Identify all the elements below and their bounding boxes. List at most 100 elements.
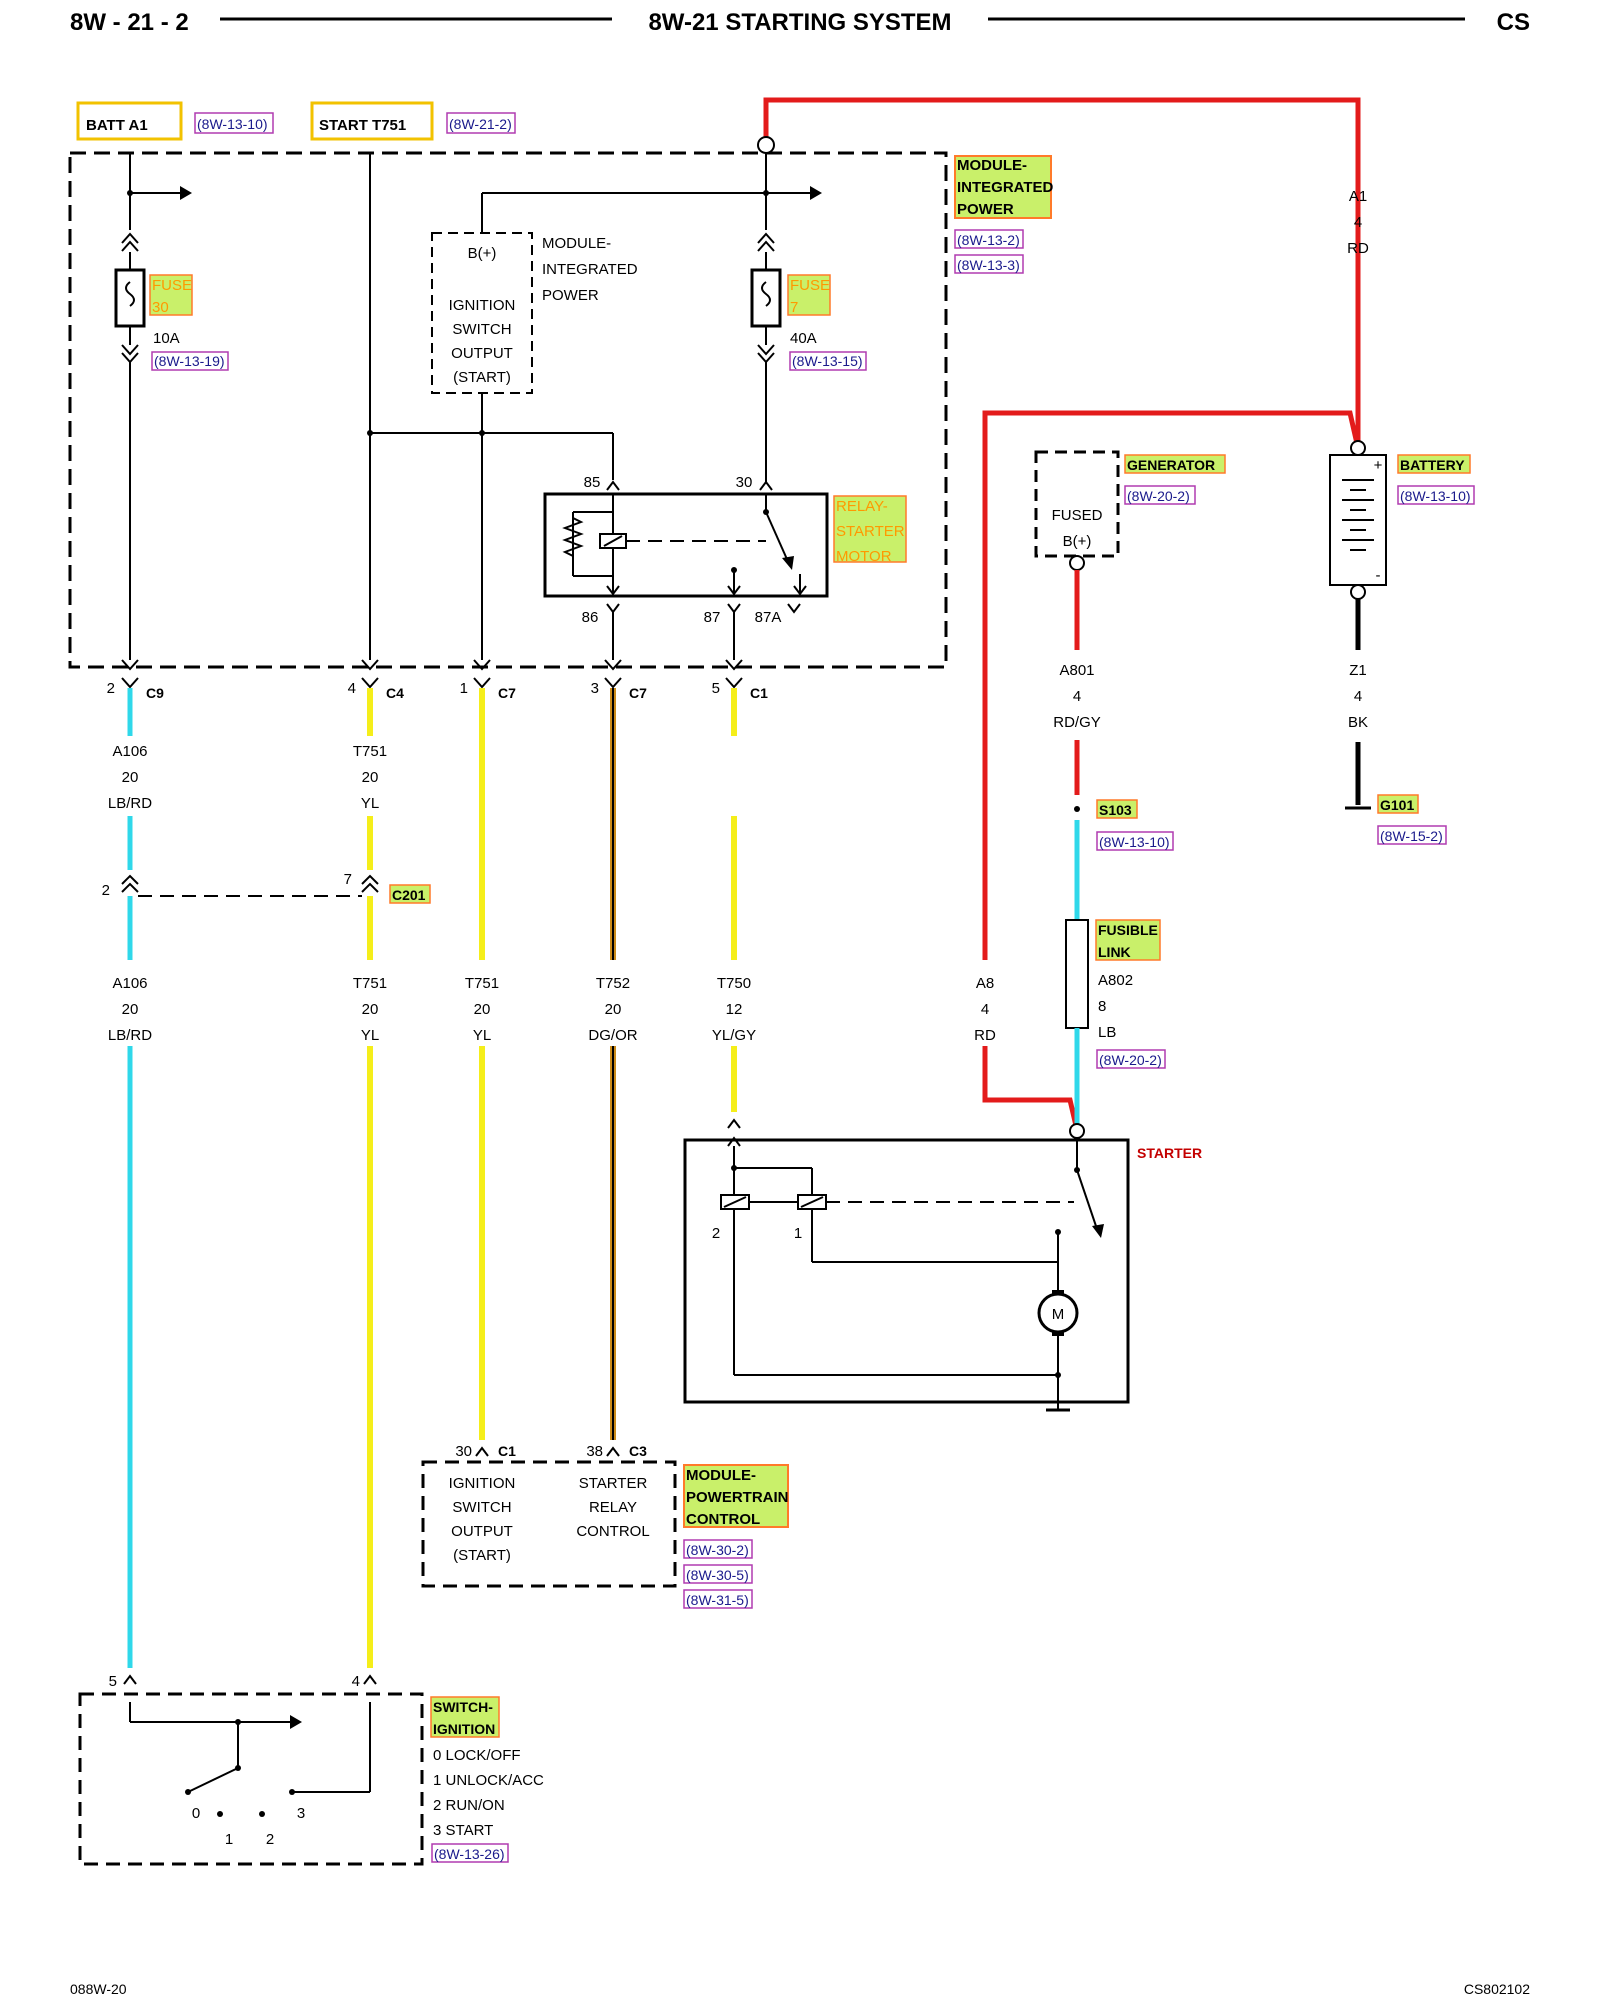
tipm-name-2: INTEGRATED	[957, 179, 1054, 196]
battery-feed-wire	[763, 97, 1361, 448]
z1-gauge: 4	[1354, 688, 1362, 705]
ign-position-3: 3 START	[433, 1822, 493, 1839]
generator-outline	[1034, 450, 1120, 558]
fusible-link	[1065, 919, 1089, 1029]
c201-pin-left: 2	[102, 882, 110, 899]
ign-name-1: SWITCH-	[433, 1699, 493, 1715]
c201-name: C201	[392, 887, 426, 903]
tipm-ref-1[interactable]: (8W-13-2)	[957, 232, 1020, 248]
g101-ref[interactable]: (8W-15-2)	[1380, 828, 1443, 844]
relay-name-1: RELAY-	[836, 498, 888, 515]
ign-pos-0: 0	[192, 1805, 200, 1822]
ign-box-line-3: OUTPUT	[451, 345, 513, 362]
starter-pin-1: 1	[794, 1225, 802, 1242]
ign-box-line-4: (START)	[453, 369, 511, 386]
footer-left: 088W-20	[70, 1981, 127, 1997]
a106-lower-circuit: A106	[112, 975, 147, 992]
pcm-left-3: OUTPUT	[451, 1523, 513, 1540]
fuse7-ref[interactable]: (8W-13-15)	[792, 353, 863, 369]
pcm-right-1: STARTER	[579, 1475, 648, 1492]
start-t751-ref[interactable]: (8W-21-2)	[449, 116, 512, 132]
fusible-name-2: LINK	[1098, 944, 1131, 960]
relay-pin-87: 87	[704, 609, 721, 626]
pcm-pin-38: 38	[586, 1443, 603, 1460]
pcm-left-1: IGNITION	[449, 1475, 516, 1492]
ign-position-1: 1 UNLOCK/ACC	[433, 1772, 544, 1789]
generator-ref[interactable]: (8W-20-2)	[1127, 488, 1190, 504]
c7a-name: C7	[498, 685, 516, 701]
ign-switch-ref[interactable]: (8W-13-26)	[434, 1846, 505, 1862]
footer-right: CS802102	[1464, 1981, 1530, 1997]
z1-color: BK	[1348, 714, 1368, 731]
s103-name: S103	[1099, 802, 1132, 818]
z1-circuit: Z1	[1349, 662, 1367, 679]
tipm-module-outline	[68, 151, 948, 669]
fuse30-amps: 10A	[153, 330, 180, 347]
tipm-connector-row	[121, 659, 743, 689]
c7a-pin: 1	[460, 680, 468, 697]
ign-switch-output-box	[431, 232, 533, 394]
a801-circuit: A801	[1059, 662, 1094, 679]
a106-upper-color: LB/RD	[108, 795, 152, 812]
relay-pin-86: 86	[582, 609, 599, 626]
pcm-conn-c3: C3	[629, 1443, 647, 1459]
starter-box	[683, 1138, 1130, 1404]
batt-a1-label: BATT A1	[86, 117, 148, 134]
pcm-ref-2[interactable]: (8W-30-5)	[686, 1567, 749, 1583]
a106-upper-gauge: 20	[122, 769, 139, 786]
a802-ref[interactable]: (8W-20-2)	[1099, 1052, 1162, 1068]
a802-circuit: A802	[1098, 972, 1133, 989]
pcm-pin-30: 30	[455, 1443, 472, 1460]
fuse7-label-1: FUSE	[790, 277, 830, 294]
tipm-battery-stud	[757, 136, 775, 154]
tipm-name-3: POWER	[957, 201, 1014, 218]
c201-connector	[121, 874, 379, 897]
pcm-name-3: CONTROL	[686, 1511, 760, 1528]
a8-color: RD	[974, 1027, 996, 1044]
battery-ref[interactable]: (8W-13-10)	[1400, 488, 1471, 504]
ign-name-2: IGNITION	[433, 1721, 495, 1737]
tipm-ref-2[interactable]: (8W-13-3)	[957, 257, 1020, 273]
starter-name: STARTER	[1137, 1145, 1202, 1161]
c9-pin: 2	[107, 680, 115, 697]
ign-box-name-3: POWER	[542, 287, 599, 304]
battery-plus: +	[1374, 457, 1383, 474]
a8-circuit: A8	[976, 975, 994, 992]
ign-pos-2: 2	[266, 1831, 274, 1848]
motor-label: M	[1052, 1306, 1065, 1323]
ign-pin-4: 4	[352, 1673, 360, 1690]
gen-pin-1: FUSED	[1052, 507, 1103, 524]
pcm-ref-3[interactable]: (8W-31-5)	[686, 1592, 749, 1608]
a801-color: RD/GY	[1053, 714, 1101, 731]
t751-pcm-circuit: T751	[465, 975, 499, 992]
pcm-left-4: (START)	[453, 1547, 511, 1564]
t751-lower-circuit: T751	[353, 975, 387, 992]
pcm-left-2: SWITCH	[452, 1499, 511, 1516]
a802-color: LB	[1098, 1024, 1116, 1041]
ign-position-0: 0 LOCK/OFF	[433, 1747, 521, 1764]
t751-pcm-gauge: 20	[474, 1001, 491, 1018]
a1-gauge: 4	[1354, 214, 1362, 231]
relay-pin-30: 30	[736, 474, 753, 491]
ign-box-name-2: INTEGRATED	[542, 261, 638, 278]
pcm-outline	[421, 1460, 677, 1588]
t750-color: YL/GY	[712, 1027, 756, 1044]
t752-circuit: T752	[596, 975, 630, 992]
t752-gauge: 20	[605, 1001, 622, 1018]
s103-splice	[1074, 806, 1080, 812]
relay-name-3: MOTOR	[836, 548, 892, 565]
fuse7-label-2: 7	[790, 299, 798, 316]
a106-lower-gauge: 20	[122, 1001, 139, 1018]
pcm-ref-1[interactable]: (8W-30-2)	[686, 1542, 749, 1558]
fuse7-amps: 40A	[790, 330, 817, 347]
pcm-right-2: RELAY	[589, 1499, 637, 1516]
battery-name: BATTERY	[1400, 457, 1465, 473]
c4-pin: 4	[348, 680, 356, 697]
ign-position-2: 2 RUN/ON	[433, 1797, 505, 1814]
page-number: 8W - 21 - 2	[70, 9, 189, 36]
s103-ref[interactable]: (8W-13-10)	[1099, 834, 1170, 850]
ign-box-name-1: MODULE-	[542, 235, 611, 252]
a1-color: RD	[1347, 240, 1369, 257]
batt-a1-ref[interactable]: (8W-13-10)	[197, 116, 268, 132]
fuse30-ref[interactable]: (8W-13-19)	[154, 353, 225, 369]
